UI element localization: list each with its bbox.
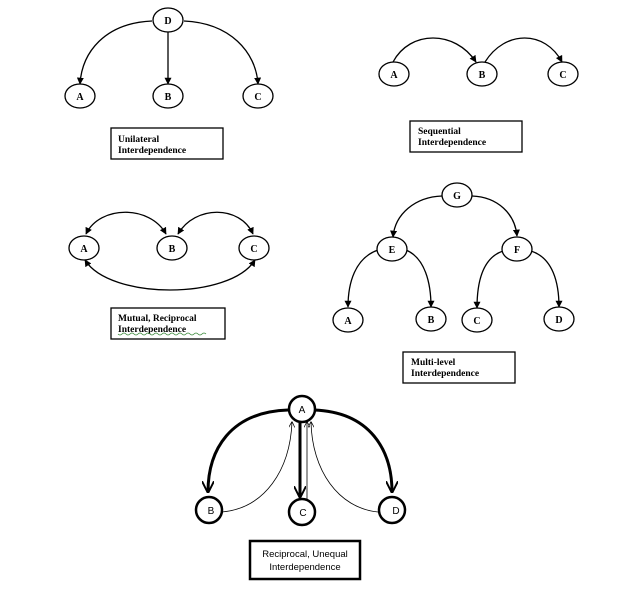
multilevel-caption-line2: Interdependence: [411, 369, 479, 379]
node-a-label: A: [80, 244, 88, 255]
node-a-label: A: [390, 70, 398, 81]
reciprocal-unequal-diagram: A B C D Reciprocal, Unequal Interdepende…: [194, 394, 407, 581]
node-b: [466, 61, 498, 87]
multilevel-caption-box: [402, 351, 516, 384]
node-a-label: A: [76, 92, 84, 103]
node-c-label: C: [254, 92, 261, 103]
edge-b-c-mutual: [177, 211, 254, 235]
multilevel-caption-line1: Multi-level: [411, 358, 456, 368]
sequential-caption-box: [409, 120, 523, 153]
spellcheck-underline: [117, 332, 207, 336]
node-g: [441, 182, 473, 208]
node-f: [501, 236, 533, 262]
edge-a-c-mutual: [84, 259, 256, 291]
unilateral-caption-line2: Interdependence: [118, 146, 186, 156]
edge-d-c: [183, 20, 262, 85]
node-d: [152, 7, 184, 33]
node-c: [287, 497, 317, 527]
node-c-label: C: [299, 508, 306, 519]
reciprocal-unequal-caption-box: [248, 539, 362, 581]
edge-b-c: [484, 37, 563, 63]
edge-b-a-weak: [221, 422, 292, 513]
node-c-label: C: [559, 70, 566, 81]
edge-a-b: [392, 37, 477, 63]
mutual-caption-line1: Mutual, Reciprocal: [118, 314, 197, 324]
node-a-label: A: [344, 316, 352, 327]
node-a: [378, 61, 410, 87]
edge-f-d: [530, 250, 563, 308]
multilevel-diagram: G E F A B C D Multi-level Interdependenc…: [332, 182, 575, 384]
node-d-label: D: [164, 16, 171, 27]
mutual-diagram: A B C Mutual, Reciprocal Interdependence: [68, 211, 270, 340]
node-g-label: G: [453, 191, 461, 202]
node-a: [332, 307, 364, 333]
unilateral-diagram: D A B C Unilateral Interdependence: [64, 7, 274, 160]
node-b: [156, 235, 188, 261]
node-c-label: C: [250, 244, 257, 255]
edge-a-d-strong: [313, 408, 392, 492]
node-d: [377, 495, 407, 525]
edge-d-a-weak: [311, 422, 379, 513]
edge-g-e: [390, 195, 443, 238]
node-b: [415, 306, 447, 332]
node-a: [64, 83, 96, 109]
node-c: [461, 307, 493, 333]
unilateral-caption-line1: Unilateral: [118, 135, 160, 145]
node-d-label: D: [555, 315, 562, 326]
edge-a-b-mutual: [85, 211, 167, 235]
reciprocal-unequal-caption-line1: Reciprocal, Unequal: [262, 549, 348, 560]
node-e-label: E: [389, 245, 396, 256]
node-d-label: D: [392, 506, 399, 517]
edge-e-a: [344, 249, 379, 308]
unilateral-caption-box: [110, 127, 224, 160]
node-b-label: B: [169, 244, 176, 255]
node-b: [152, 83, 184, 109]
node-a-label: A: [299, 405, 306, 416]
node-b-label: B: [479, 70, 486, 81]
reciprocal-unequal-caption-line2: Interdependence: [269, 562, 340, 573]
node-b: [194, 495, 224, 525]
node-f-label: F: [514, 245, 520, 256]
sequential-diagram: A B C Sequential Interdependence: [378, 37, 579, 153]
sequential-caption-line2: Interdependence: [418, 138, 486, 148]
edge-g-f: [471, 195, 520, 237]
node-c: [242, 83, 274, 109]
node-d: [543, 306, 575, 332]
sequential-caption-line1: Sequential: [418, 127, 461, 137]
node-b-label: B: [165, 92, 172, 103]
edge-e-b: [405, 249, 435, 308]
node-a: [287, 394, 317, 424]
edge-f-c: [473, 250, 504, 309]
edge-a-b-strong: [208, 408, 289, 492]
edge-d-a: [76, 20, 153, 85]
node-b-label: B: [428, 315, 435, 326]
mutual-caption-line2: Interdependence: [118, 325, 186, 335]
node-b-label: B: [208, 506, 215, 517]
node-c: [238, 235, 270, 261]
node-c: [547, 61, 579, 87]
node-e: [376, 236, 408, 262]
node-a: [68, 235, 100, 261]
node-c-label: C: [473, 316, 480, 327]
